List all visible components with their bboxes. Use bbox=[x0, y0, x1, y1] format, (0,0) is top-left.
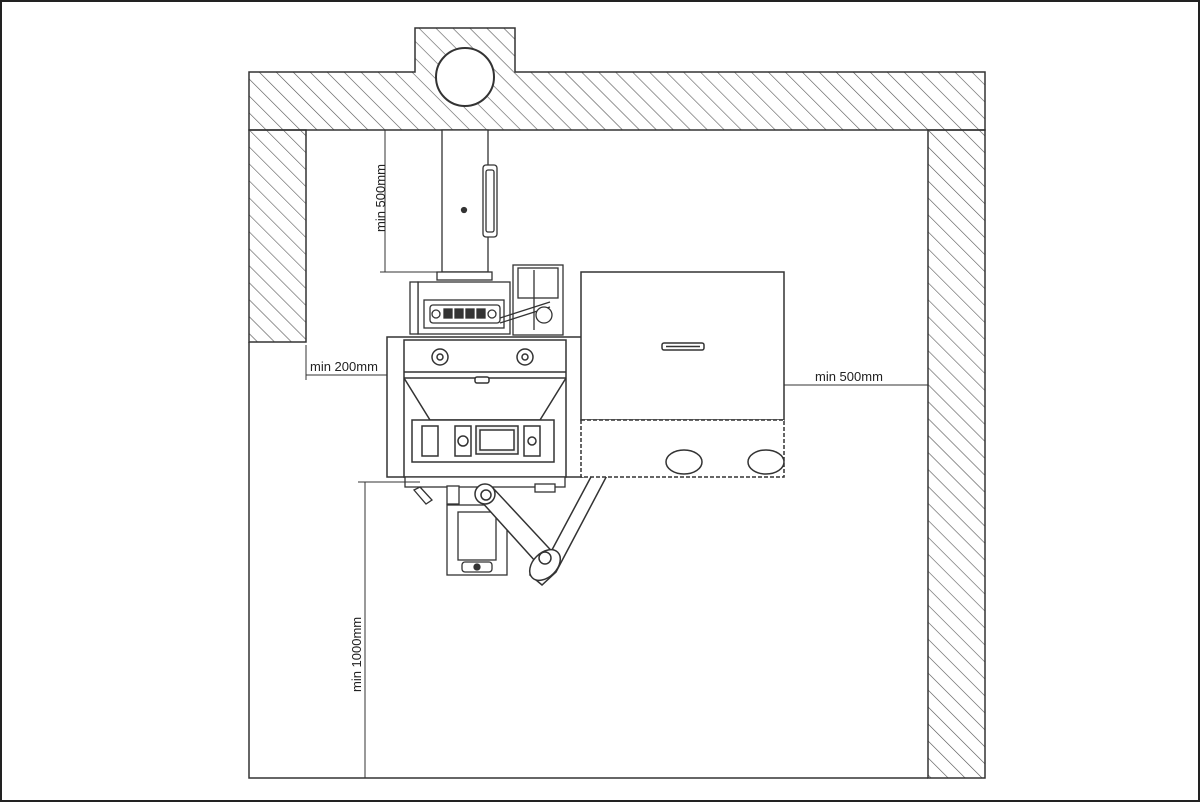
pellet-hopper bbox=[580, 271, 785, 478]
rear-clearance-label: min 500mm bbox=[373, 164, 388, 232]
flue-pipe bbox=[441, 129, 498, 273]
room-walls bbox=[248, 27, 986, 779]
right-clearance-label: min 500mm bbox=[815, 369, 883, 384]
dimension-lines bbox=[305, 130, 928, 778]
left-clearance-label: min 200mm bbox=[310, 359, 378, 374]
boiler-top-unit bbox=[409, 264, 564, 336]
chimney-icon bbox=[435, 47, 495, 107]
front-clearance-label: min 1000mm bbox=[349, 617, 364, 692]
right-wall bbox=[927, 129, 986, 779]
left-wall bbox=[248, 129, 307, 343]
room-outline bbox=[248, 342, 928, 779]
boiler-body bbox=[386, 336, 584, 478]
top-wall bbox=[248, 27, 986, 131]
